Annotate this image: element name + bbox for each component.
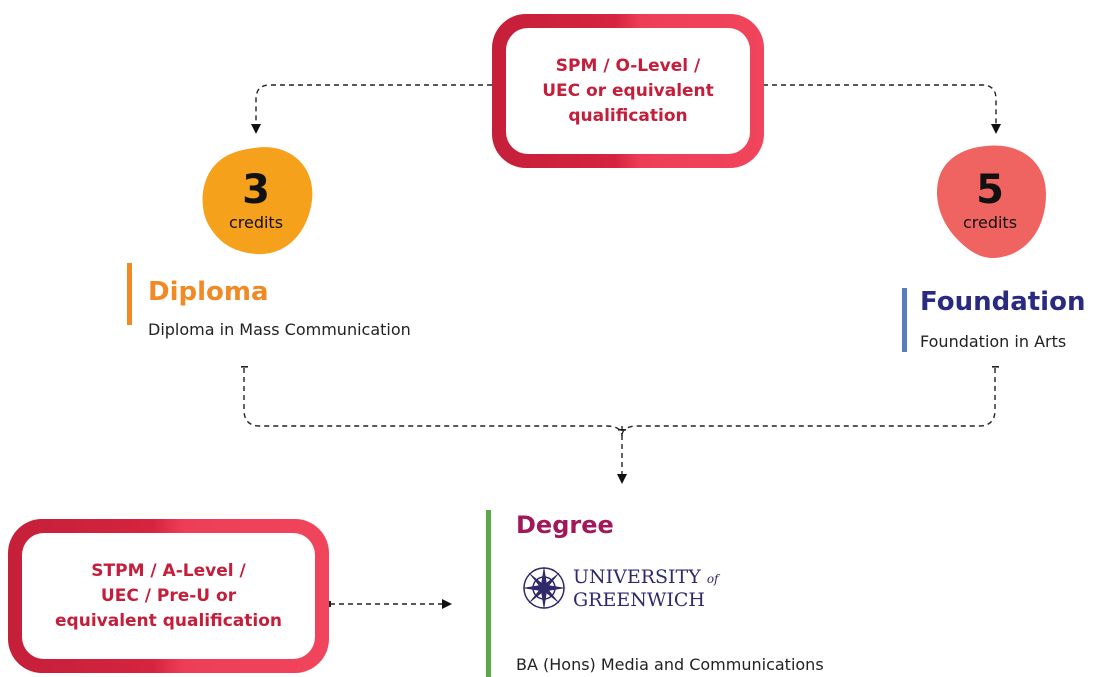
university-wordmark: UNIVERSITY of GREENWICH — [573, 567, 719, 611]
degree-accent-bar — [486, 510, 491, 677]
entry-line-1: STPM / A-Level / — [91, 560, 246, 581]
foundation-accent-bar — [902, 288, 907, 352]
connector-foundation-merge — [621, 368, 996, 437]
entry-requirement-box-stpm: STPM / A-Level / UEC / Pre-U or equivale… — [8, 519, 329, 673]
credits-number: 5 — [976, 167, 1004, 213]
entry-requirement-text: STPM / A-Level / UEC / Pre-U or equivale… — [22, 533, 315, 659]
entry-line-2: UEC or equivalent — [542, 80, 714, 101]
degree-course: BA (Hons) Media and Communications — [516, 655, 824, 674]
university-line-1: UNIVERSITY — [573, 566, 701, 588]
entry-line-3: equivalent qualification — [55, 610, 282, 631]
credits-label: credits — [962, 213, 1018, 232]
foundation-title: Foundation — [920, 287, 1086, 317]
diploma-course: Diploma in Mass Communication — [148, 320, 411, 339]
compass-rose-icon — [522, 566, 566, 610]
credits-number: 3 — [242, 167, 270, 213]
blob-shape — [202, 147, 313, 255]
entry-requirement-box-spm: SPM / O-Level / UEC or equivalent qualif… — [492, 14, 764, 168]
university-of: of — [706, 572, 719, 586]
blob-shape — [936, 145, 1046, 259]
university-line-2: GREENWICH — [573, 589, 705, 611]
entry-line-1: SPM / O-Level / — [555, 55, 701, 76]
diploma-credits-blob: 3 credits — [194, 138, 318, 262]
connector-top-to-diploma — [251, 84, 492, 134]
connector-top-to-foundation — [763, 84, 1001, 134]
credits-label: credits — [228, 213, 284, 232]
diploma-accent-bar — [127, 263, 132, 325]
foundation-credits-blob: 5 credits — [928, 138, 1052, 262]
diploma-title: Diploma — [148, 277, 269, 307]
foundation-course: Foundation in Arts — [920, 332, 1067, 351]
degree-title: Degree — [516, 511, 614, 539]
entry-line-2: UEC / Pre-U or — [100, 585, 237, 606]
entry-requirement-text: SPM / O-Level / UEC or equivalent qualif… — [506, 28, 750, 154]
connector-diploma-merge — [243, 368, 623, 437]
university-of-greenwich-logo: UNIVERSITY of GREENWICH — [521, 565, 751, 615]
entry-line-3: qualification — [568, 105, 688, 126]
